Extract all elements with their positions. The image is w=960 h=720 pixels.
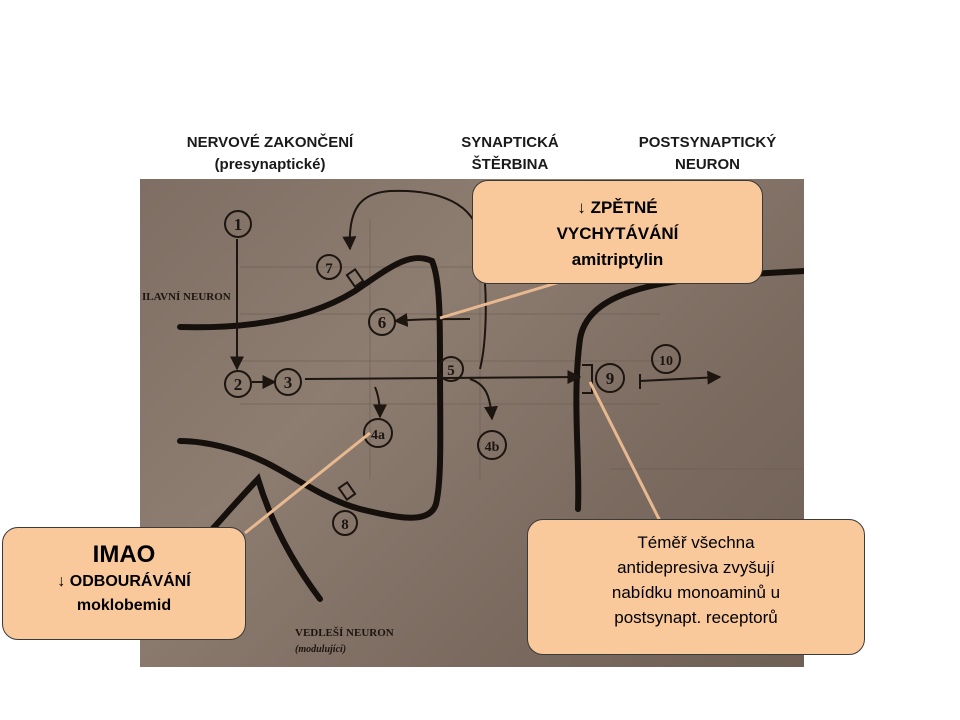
callout-reuptake: ↓ ZPĚTNÉ VYCHYTÁVÁNÍ amitriptylin xyxy=(472,180,763,284)
reuptake-line2: VYCHYTÁVÁNÍ xyxy=(556,224,679,243)
number-2: 2 xyxy=(234,375,243,394)
imao-line3: moklobemid xyxy=(76,597,172,614)
number-4a: 4a xyxy=(371,428,385,443)
header-presynaptic: NERVOVÉ ZAKONČENÍ (presynaptické) xyxy=(140,132,400,176)
antidep-line3: nabídku monoaminů u xyxy=(611,583,781,602)
header-postsynaptic-line1: POSTSYNAPTICKÝ xyxy=(638,134,777,151)
header-synaptic-cleft: SYNAPTICKÁ ŠTĚRBINA xyxy=(425,132,595,176)
header-postsynaptic: POSTSYNAPTICKÝ NEURON xyxy=(595,132,820,176)
antidep-line1: Téměř všechna xyxy=(637,533,755,552)
number-3: 3 xyxy=(284,373,293,392)
presynaptic-membrane xyxy=(177,254,444,521)
number-6: 6 xyxy=(378,313,387,332)
side-neuron-label: VEDLEŠÍ NEURON xyxy=(295,626,394,639)
number-10: 10 xyxy=(659,354,673,369)
header-postsynaptic-line2: NEURON xyxy=(674,156,740,173)
number-circles xyxy=(224,210,681,536)
antidep-line2: antidepresiva zvyšují xyxy=(617,558,775,577)
antidep-line4: postsynapt. receptorů xyxy=(614,608,778,627)
number-9: 9 xyxy=(606,369,615,388)
number-labels: 1 2 3 4a 4b 5 6 7 8 9 10 xyxy=(234,215,673,533)
receptor-marks xyxy=(337,268,593,501)
number-7: 7 xyxy=(325,261,333,277)
side-neuron-sublabel: (modulující) xyxy=(295,644,346,655)
callout-imao: IMAO ↓ ODBOURÁVÁNÍ moklobemid xyxy=(2,527,246,640)
header-cleft-line2: ŠTĚRBINA xyxy=(471,156,549,173)
header-presynaptic-line2: (presynaptické) xyxy=(214,156,326,173)
header-cleft-line1: SYNAPTICKÁ xyxy=(461,134,559,151)
imao-line2: ↓ ODBOURÁVÁNÍ xyxy=(57,573,191,590)
number-1: 1 xyxy=(234,215,243,234)
callout-antidepressants: Téměř všechna antidepresiva zvyšují nabí… xyxy=(527,519,865,655)
main-neuron-label: ILAVNÍ NEURON xyxy=(142,291,231,303)
reuptake-line1: ↓ ZPĚTNÉ xyxy=(577,198,658,217)
number-8: 8 xyxy=(341,517,349,533)
header-presynaptic-line1: NERVOVÉ ZAKONČENÍ xyxy=(186,134,354,151)
reuptake-line3: amitriptylin xyxy=(571,250,664,269)
imao-title: IMAO xyxy=(92,541,156,568)
number-5: 5 xyxy=(447,363,455,379)
number-4b: 4b xyxy=(485,440,500,455)
